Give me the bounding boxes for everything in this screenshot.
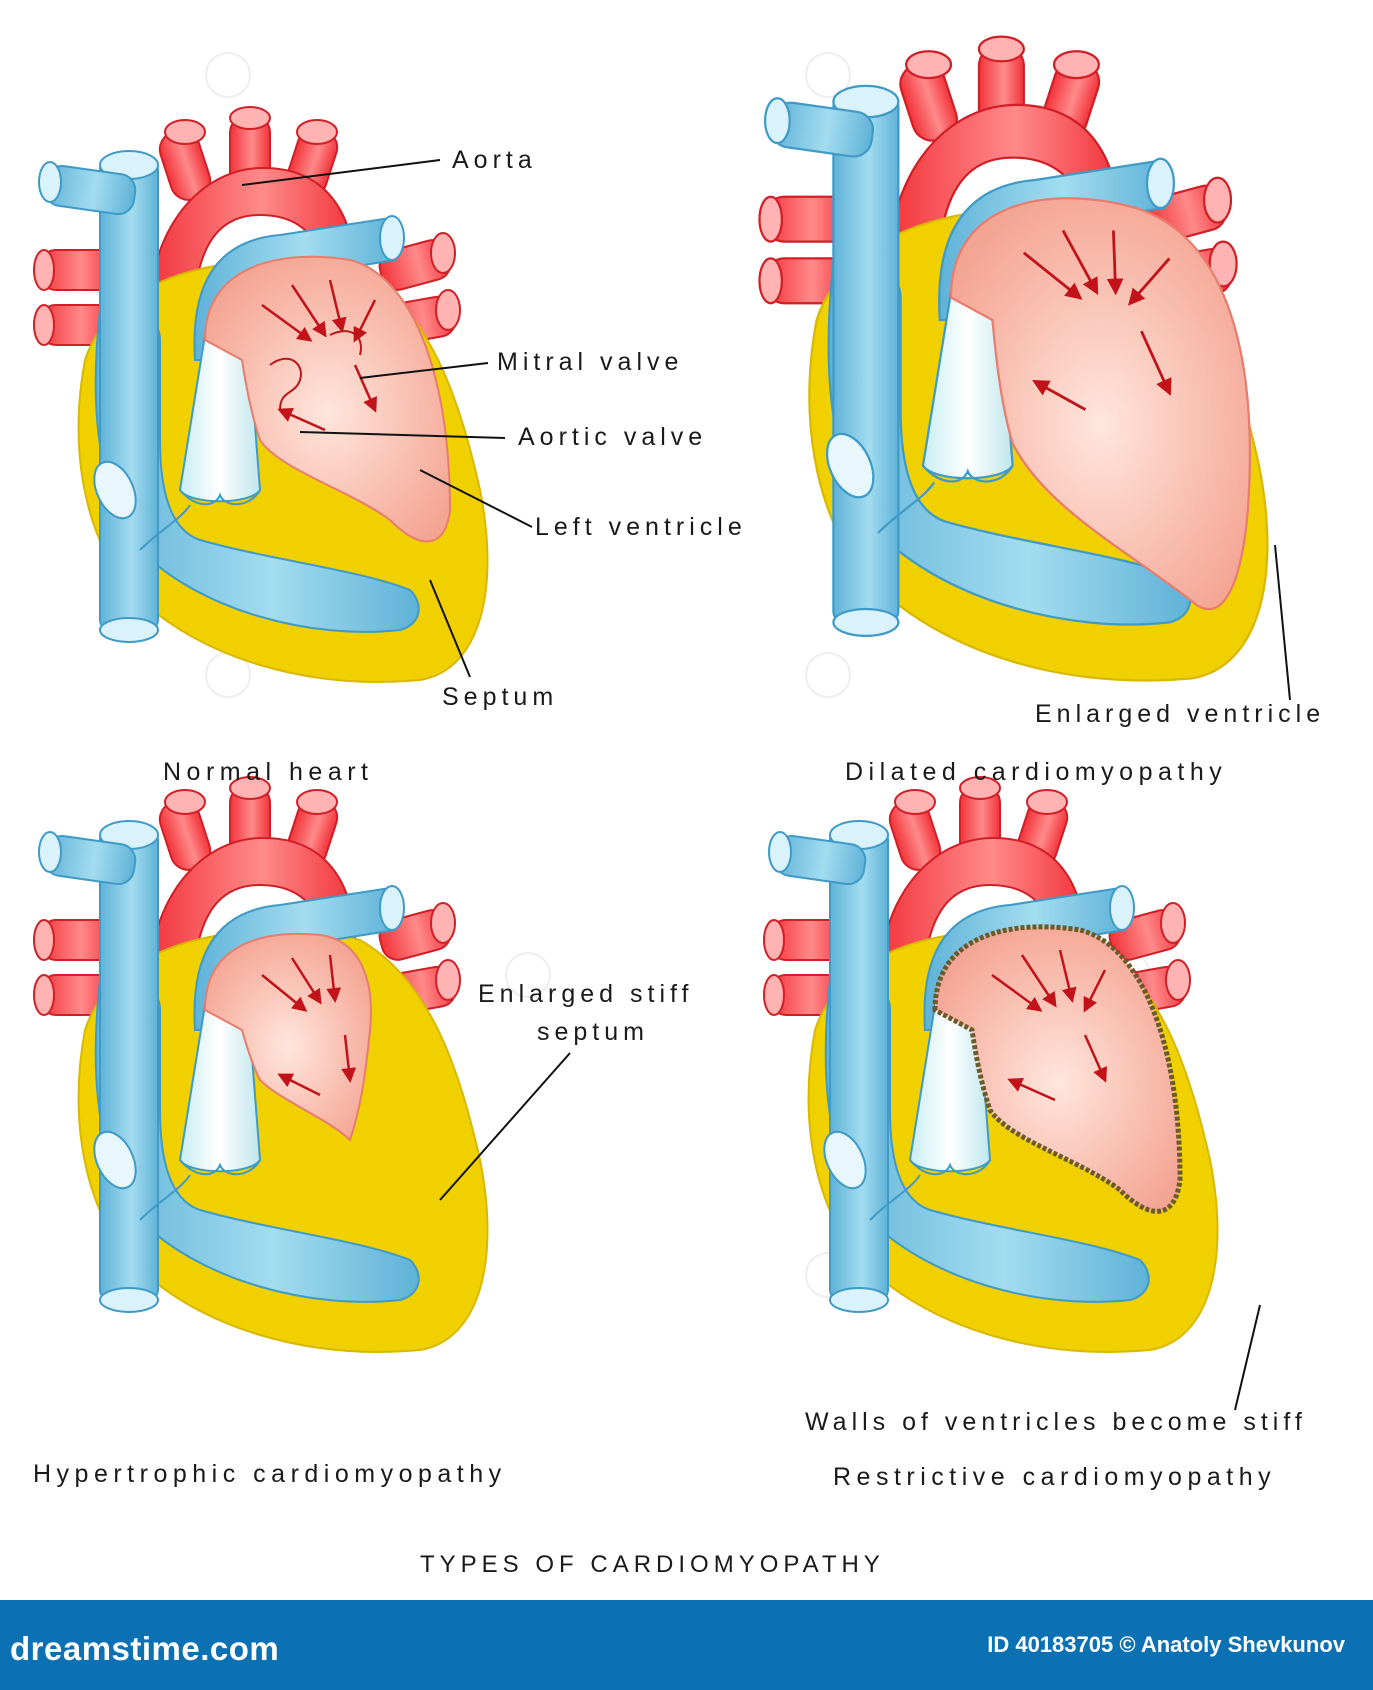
leader-lines <box>241 159 1291 1411</box>
caption-hypertrophic-cardiomyopathy: Hypertrophic cardiomyopathy <box>33 1460 507 1488</box>
label-enlarged-ventricle: Enlarged ventricle <box>1035 700 1326 728</box>
label-mitral-valve: Mitral valve <box>497 348 684 376</box>
diagram-title: TYPES OF CARDIOMYOPATHY <box>420 1551 885 1578</box>
image-credit: ID 40183705 © Anatoly Shevkunov <box>987 1632 1345 1657</box>
brand-logo[interactable]: dreamstime.com <box>10 1630 280 1667</box>
label-septum-2: septum <box>537 1018 649 1046</box>
label-aorta: Aorta <box>452 146 537 174</box>
footer-bar: dreamstime.com ID 40183705 © Anatoly She… <box>0 1600 1373 1690</box>
diagram-stage: Aorta Mitral valve Aortic valve Left ven… <box>33 35 1326 1578</box>
label-enlarged-stiff: Enlarged stiff <box>478 980 694 1008</box>
heart-illustrations <box>33 35 1291 1411</box>
heart-dilated <box>758 35 1269 682</box>
caption-restrictive-cardiomyopathy: Restrictive cardiomyopathy <box>833 1463 1277 1491</box>
label-aortic-valve: Aortic valve <box>518 423 708 451</box>
heart-restrictive <box>763 776 1219 1353</box>
caption-normal-heart: Normal heart <box>163 758 374 786</box>
caption-dilated-cardiomyopathy: Dilated cardiomyopathy <box>845 758 1228 786</box>
heart-normal <box>33 106 489 683</box>
label-walls-become-stiff: Walls of ventricles become stiff <box>805 1408 1307 1436</box>
heart-hypertrophic <box>33 776 489 1353</box>
label-septum: Septum <box>442 683 559 711</box>
label-left-ventricle: Left ventricle <box>535 513 747 541</box>
